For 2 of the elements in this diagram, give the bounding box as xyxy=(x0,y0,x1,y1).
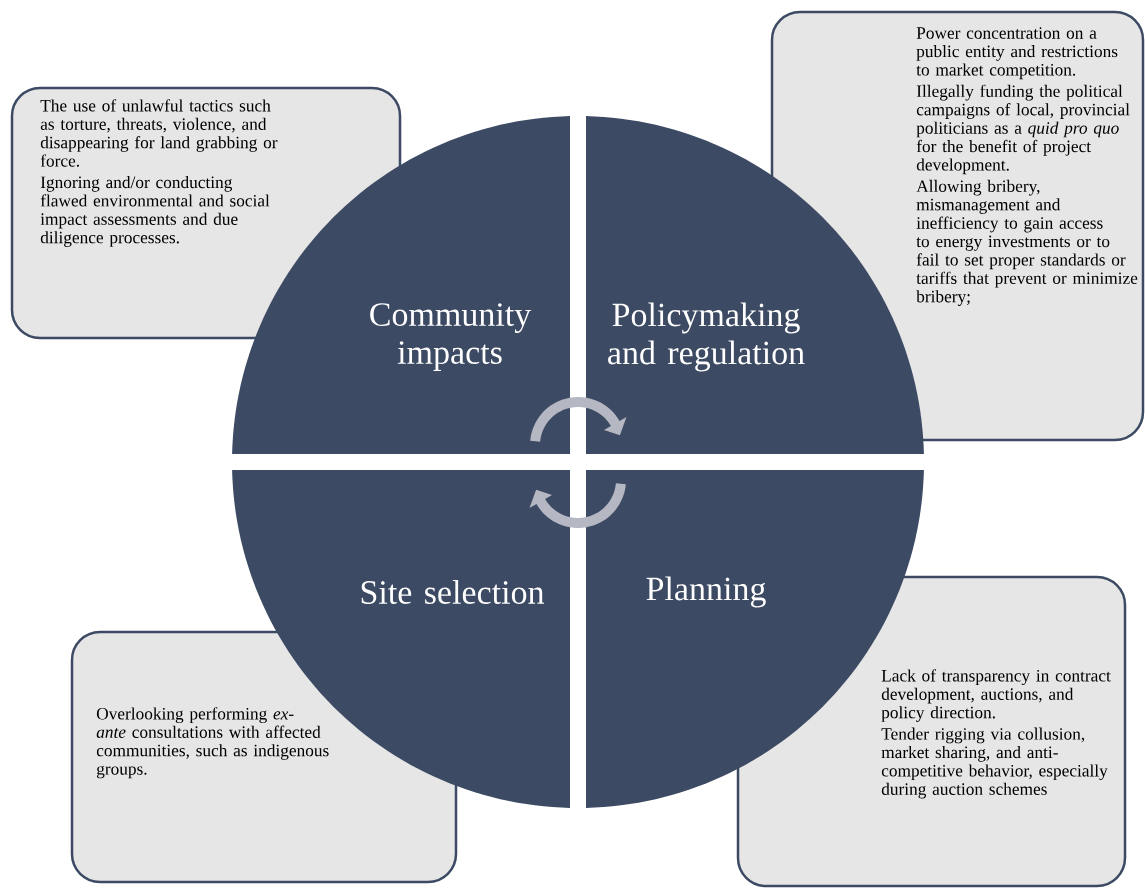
cycle-arrow xyxy=(530,397,627,442)
cycle-arrow xyxy=(529,483,626,528)
